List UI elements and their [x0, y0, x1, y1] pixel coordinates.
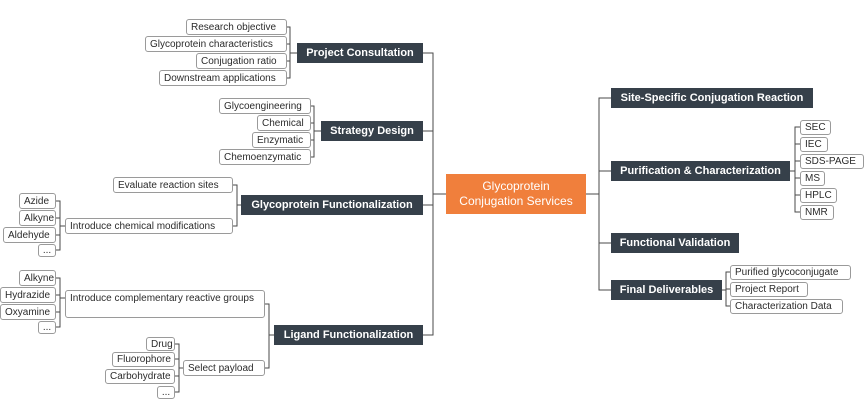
connector-line: [56, 277, 65, 299]
connector-line: [423, 52, 446, 195]
leaf-payload-drug[interactable]: Drug: [146, 337, 175, 351]
connector-line: [287, 26, 297, 54]
connector-line: [794, 171, 800, 213]
connector-line: [175, 368, 180, 393]
connector-line: [56, 298, 61, 328]
leaf-enzymatic[interactable]: Enzymatic: [252, 132, 311, 148]
leaf-characterization-data[interactable]: Characterization Data: [730, 299, 843, 314]
leaf-payload-carbohydrate[interactable]: Carbohydrate: [105, 369, 175, 384]
leaf-glycoprotein-characteristics[interactable]: Glycoprotein characteristics: [145, 36, 287, 52]
connector-line: [233, 205, 238, 227]
leaf-mod-azide[interactable]: Azide: [19, 193, 56, 209]
connector-line: [722, 271, 730, 291]
leaf-project-report[interactable]: Project Report: [730, 282, 808, 297]
connector-line: [175, 343, 183, 369]
leaf-downstream-applications[interactable]: Downstream applications: [159, 70, 287, 86]
topic-purification-characterization[interactable]: Purification & Characterization: [611, 161, 790, 181]
topic-strategy-design[interactable]: Strategy Design: [321, 121, 423, 141]
topic-project-consultation[interactable]: Project Consultation: [297, 43, 423, 63]
leaf-research-objective[interactable]: Research objective: [186, 19, 287, 35]
leaf-conjugation-ratio[interactable]: Conjugation ratio: [196, 53, 287, 69]
leaf-introduce-complementary-reactive-groups[interactable]: Introduce complementary reactive groups: [65, 290, 265, 318]
leaf-chemical[interactable]: Chemical: [257, 115, 311, 131]
topic-final-deliverables[interactable]: Final Deliverables: [611, 280, 722, 300]
topic-ligand-functionalization[interactable]: Ligand Functionalization: [274, 325, 423, 345]
connector-line: [56, 200, 65, 227]
topic-functional-validation[interactable]: Functional Validation: [611, 233, 739, 253]
leaf-sds-page[interactable]: SDS-PAGE: [800, 154, 864, 169]
connector-line: [311, 105, 321, 132]
topic-site-specific-conjugation[interactable]: Site-Specific Conjugation Reaction: [611, 88, 813, 108]
leaf-mod-aldehyde[interactable]: Aldehyde: [3, 227, 56, 243]
leaf-ms[interactable]: MS: [800, 171, 825, 186]
leaf-purified-glycoconjugate[interactable]: Purified glycoconjugate: [730, 265, 851, 280]
connector-line: [598, 194, 611, 291]
connector-line: [586, 97, 611, 195]
connector-line: [423, 194, 434, 336]
leaf-iec[interactable]: IEC: [800, 137, 828, 152]
central-topic[interactable]: Glycoprotein Conjugation Services: [446, 174, 586, 214]
connector-line: [265, 303, 274, 336]
leaf-mod-alkyne[interactable]: Alkyne: [19, 210, 56, 226]
leaf-select-payload[interactable]: Select payload: [183, 360, 265, 376]
leaf-sec[interactable]: SEC: [800, 120, 831, 135]
leaf-mod-more[interactable]: ...: [38, 244, 56, 257]
leaf-nmr[interactable]: NMR: [800, 205, 834, 220]
connector-line: [790, 126, 800, 172]
connector-line: [287, 53, 291, 79]
leaf-payload-fluorophore[interactable]: Fluorophore: [112, 352, 175, 367]
connector-line: [233, 184, 241, 206]
leaf-introduce-chemical-modifications[interactable]: Introduce chemical modifications: [65, 218, 233, 234]
connector-line: [265, 335, 270, 369]
leaf-hplc[interactable]: HPLC: [800, 188, 837, 203]
leaf-group-alkyne[interactable]: Alkyne: [19, 270, 56, 286]
connector-line: [311, 131, 315, 158]
connector-line: [56, 226, 61, 251]
topic-glycoprotein-functionalization[interactable]: Glycoprotein Functionalization: [241, 195, 423, 215]
connector-line: [725, 290, 730, 307]
leaf-chemoenzymatic[interactable]: Chemoenzymatic: [219, 149, 311, 165]
leaf-group-more[interactable]: ...: [38, 321, 56, 334]
leaf-evaluate-reaction-sites[interactable]: Evaluate reaction sites: [113, 177, 233, 193]
leaf-group-oxyamine[interactable]: Oxyamine: [0, 304, 56, 320]
leaf-group-hydrazide[interactable]: Hydrazide: [0, 287, 56, 303]
leaf-payload-more[interactable]: ...: [157, 386, 175, 399]
leaf-glycoengineering[interactable]: Glycoengineering: [219, 98, 311, 114]
